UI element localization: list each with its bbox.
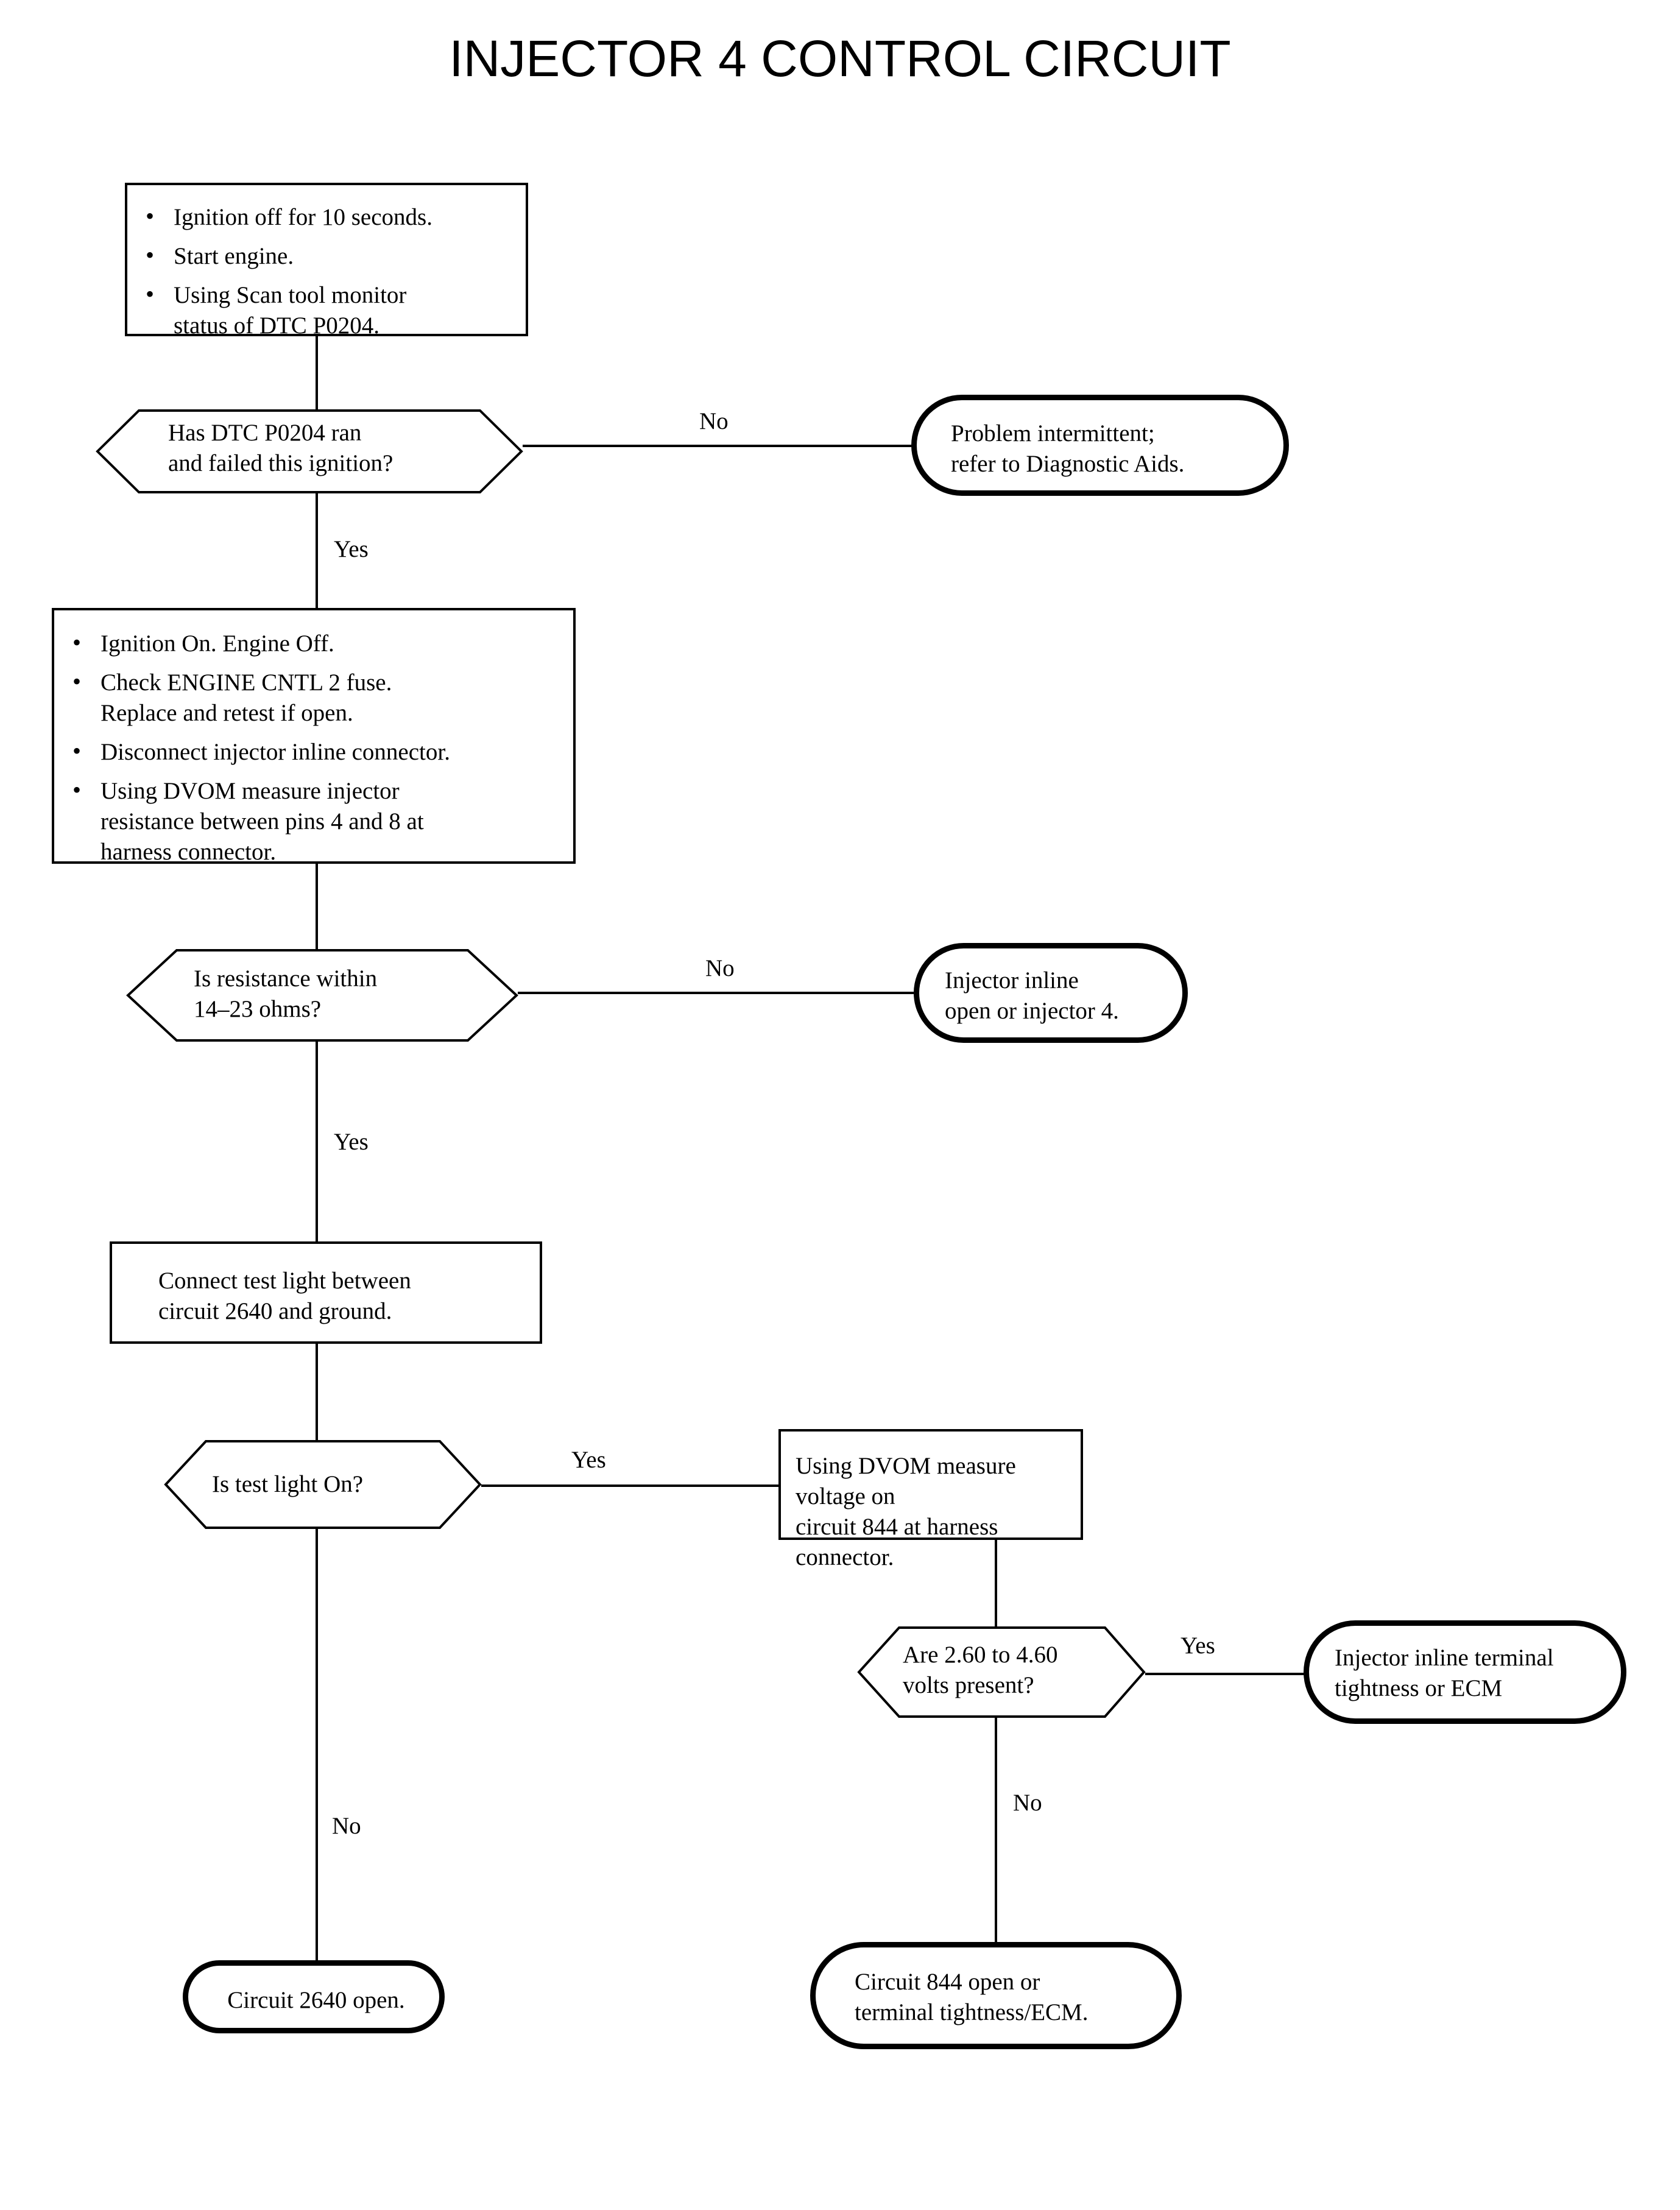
edge-label-dec3-yes: Yes	[571, 1447, 606, 1473]
list-item: Ignition off for 10 seconds.	[141, 201, 512, 233]
decision-dtc-ran-failed-label: Has DTC P0204 ran and failed this igniti…	[168, 420, 394, 476]
decision-resistance-within-range: Is resistance within 14–23 ohms?	[126, 949, 518, 1042]
connector-step1-dec1	[316, 336, 318, 409]
page-title: INJECTOR 4 CONTROL CIRCUIT	[449, 30, 1231, 87]
list-item: Using Scan tool monitor status of DTC P0…	[141, 279, 512, 341]
list-item: Ignition On. Engine Off.	[68, 627, 560, 659]
connector-dec4-term3	[1145, 1673, 1307, 1675]
step2-bullet-list: Ignition On. Engine Off. Check ENGINE CN…	[68, 627, 560, 867]
connector-dec3-term4	[316, 1529, 318, 1979]
decision-volts-present: Are 2.60 to 4.60 volts present?	[857, 1626, 1146, 1718]
decision-volts-present-label: Are 2.60 to 4.60 volts present?	[903, 1642, 1058, 1698]
process-connect-test-light-label: Connect test light between circuit 2640 …	[158, 1268, 411, 1324]
terminal-circuit-844-open-label: Circuit 844 open or terminal tightness/E…	[855, 1969, 1089, 2025]
connector-step3-dec3	[316, 1343, 318, 1440]
edge-label-dec1-no: No	[699, 408, 729, 434]
hexagon-shape	[126, 949, 518, 1042]
decision-dtc-ran-failed: Has DTC P0204 ran and failed this igniti…	[96, 409, 523, 493]
list-item: Start engine.	[141, 240, 512, 272]
edge-label-dec4-no: No	[1013, 1790, 1042, 1816]
connector-dec1-step2	[316, 493, 318, 609]
decision-test-light-on-label: Is test light On?	[212, 1471, 364, 1497]
terminal-terminal-tightness-or-ecm-label: Injector inline terminal tightness or EC…	[1335, 1645, 1554, 1701]
terminal-terminal-tightness-or-ecm: Injector inline terminal tightness or EC…	[1304, 1620, 1626, 1724]
hexagon-shape	[96, 409, 523, 493]
terminal-problem-intermittent-label: Problem intermittent; refer to Diagnosti…	[951, 420, 1185, 477]
list-item: Check ENGINE CNTL 2 fuse. Replace and re…	[68, 666, 560, 729]
step1-bullet-list: Ignition off for 10 seconds. Start engin…	[141, 201, 512, 341]
connector-dec3-step4	[481, 1485, 778, 1487]
process-measure-voltage-844-label: Using DVOM measure voltage on circuit 84…	[796, 1453, 1016, 1570]
list-item: Disconnect injector inline connector.	[68, 736, 560, 768]
edge-label-dec4-yes: Yes	[1181, 1633, 1215, 1659]
connector-dec2-step3	[316, 1042, 318, 1243]
terminal-circuit-2640-open-label: Circuit 2640 open.	[227, 1987, 405, 2013]
connector-dec1-term1	[523, 445, 912, 447]
terminal-injector-inline-open-label: Injector inline open or injector 4.	[945, 967, 1119, 1024]
connector-step2-dec2	[316, 864, 318, 949]
process-step-2: Ignition On. Engine Off. Check ENGINE CN…	[52, 608, 576, 867]
terminal-injector-inline-open: Injector inline open or injector 4.	[914, 943, 1188, 1043]
terminal-circuit-844-open: Circuit 844 open or terminal tightness/E…	[810, 1942, 1182, 2049]
edge-label-dec1-yes: Yes	[334, 536, 369, 562]
connector-step4-dec4	[995, 1540, 997, 1626]
process-measure-voltage-844: Using DVOM measure voltage on circuit 84…	[778, 1429, 1083, 1570]
edge-label-dec3-no: No	[332, 1813, 361, 1839]
hexagon-shape	[164, 1440, 482, 1529]
decision-test-light-on: Is test light On?	[164, 1440, 482, 1529]
process-step-1: Ignition off for 10 seconds. Start engin…	[125, 183, 528, 339]
hexagon-shape	[857, 1626, 1146, 1718]
edge-label-dec2-yes: Yes	[334, 1129, 369, 1155]
edge-label-dec2-no: No	[705, 955, 735, 981]
list-item: Using DVOM measure injector resistance b…	[68, 775, 560, 867]
connector-dec4-term5	[995, 1718, 997, 1960]
terminal-circuit-2640-open: Circuit 2640 open.	[183, 1960, 445, 2033]
connector-dec2-term2	[517, 992, 914, 994]
terminal-problem-intermittent: Problem intermittent; refer to Diagnosti…	[911, 395, 1289, 496]
decision-resistance-within-range-label: Is resistance within 14–23 ohms?	[194, 966, 378, 1022]
process-connect-test-light: Connect test light between circuit 2640 …	[110, 1241, 542, 1344]
